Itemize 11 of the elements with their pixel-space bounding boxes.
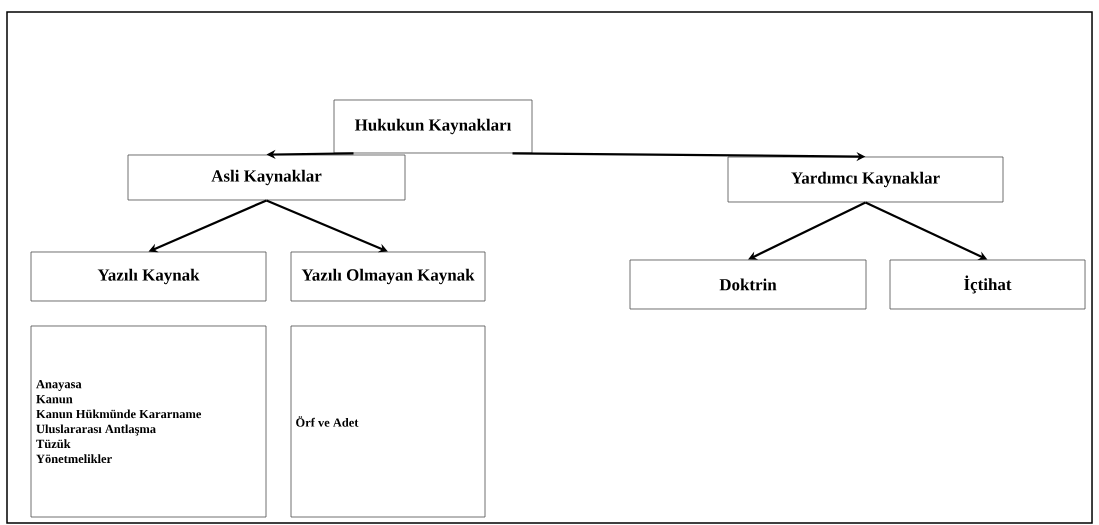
arrow [748, 201, 866, 260]
list-box: Örf ve Adet [290, 325, 486, 518]
list-box: Anayasa Kanun Kanun Hükmünde Kararname Uluslararası Antlaşma Tüzük Yönetmelikler [30, 325, 267, 518]
category-box: Doktrin [629, 259, 867, 310]
category-box: Asli Kaynaklar [127, 154, 406, 201]
category-box: Yazılı Olmayan Kaynak [290, 251, 486, 302]
category-box: İçtihat [889, 259, 1086, 310]
arrow [266, 199, 388, 253]
category-box: Hukukun Kaynakları [333, 99, 533, 154]
category-box: Yardımcı Kaynaklar [727, 156, 1004, 203]
category-box: Yazılı Kaynak [30, 251, 267, 302]
